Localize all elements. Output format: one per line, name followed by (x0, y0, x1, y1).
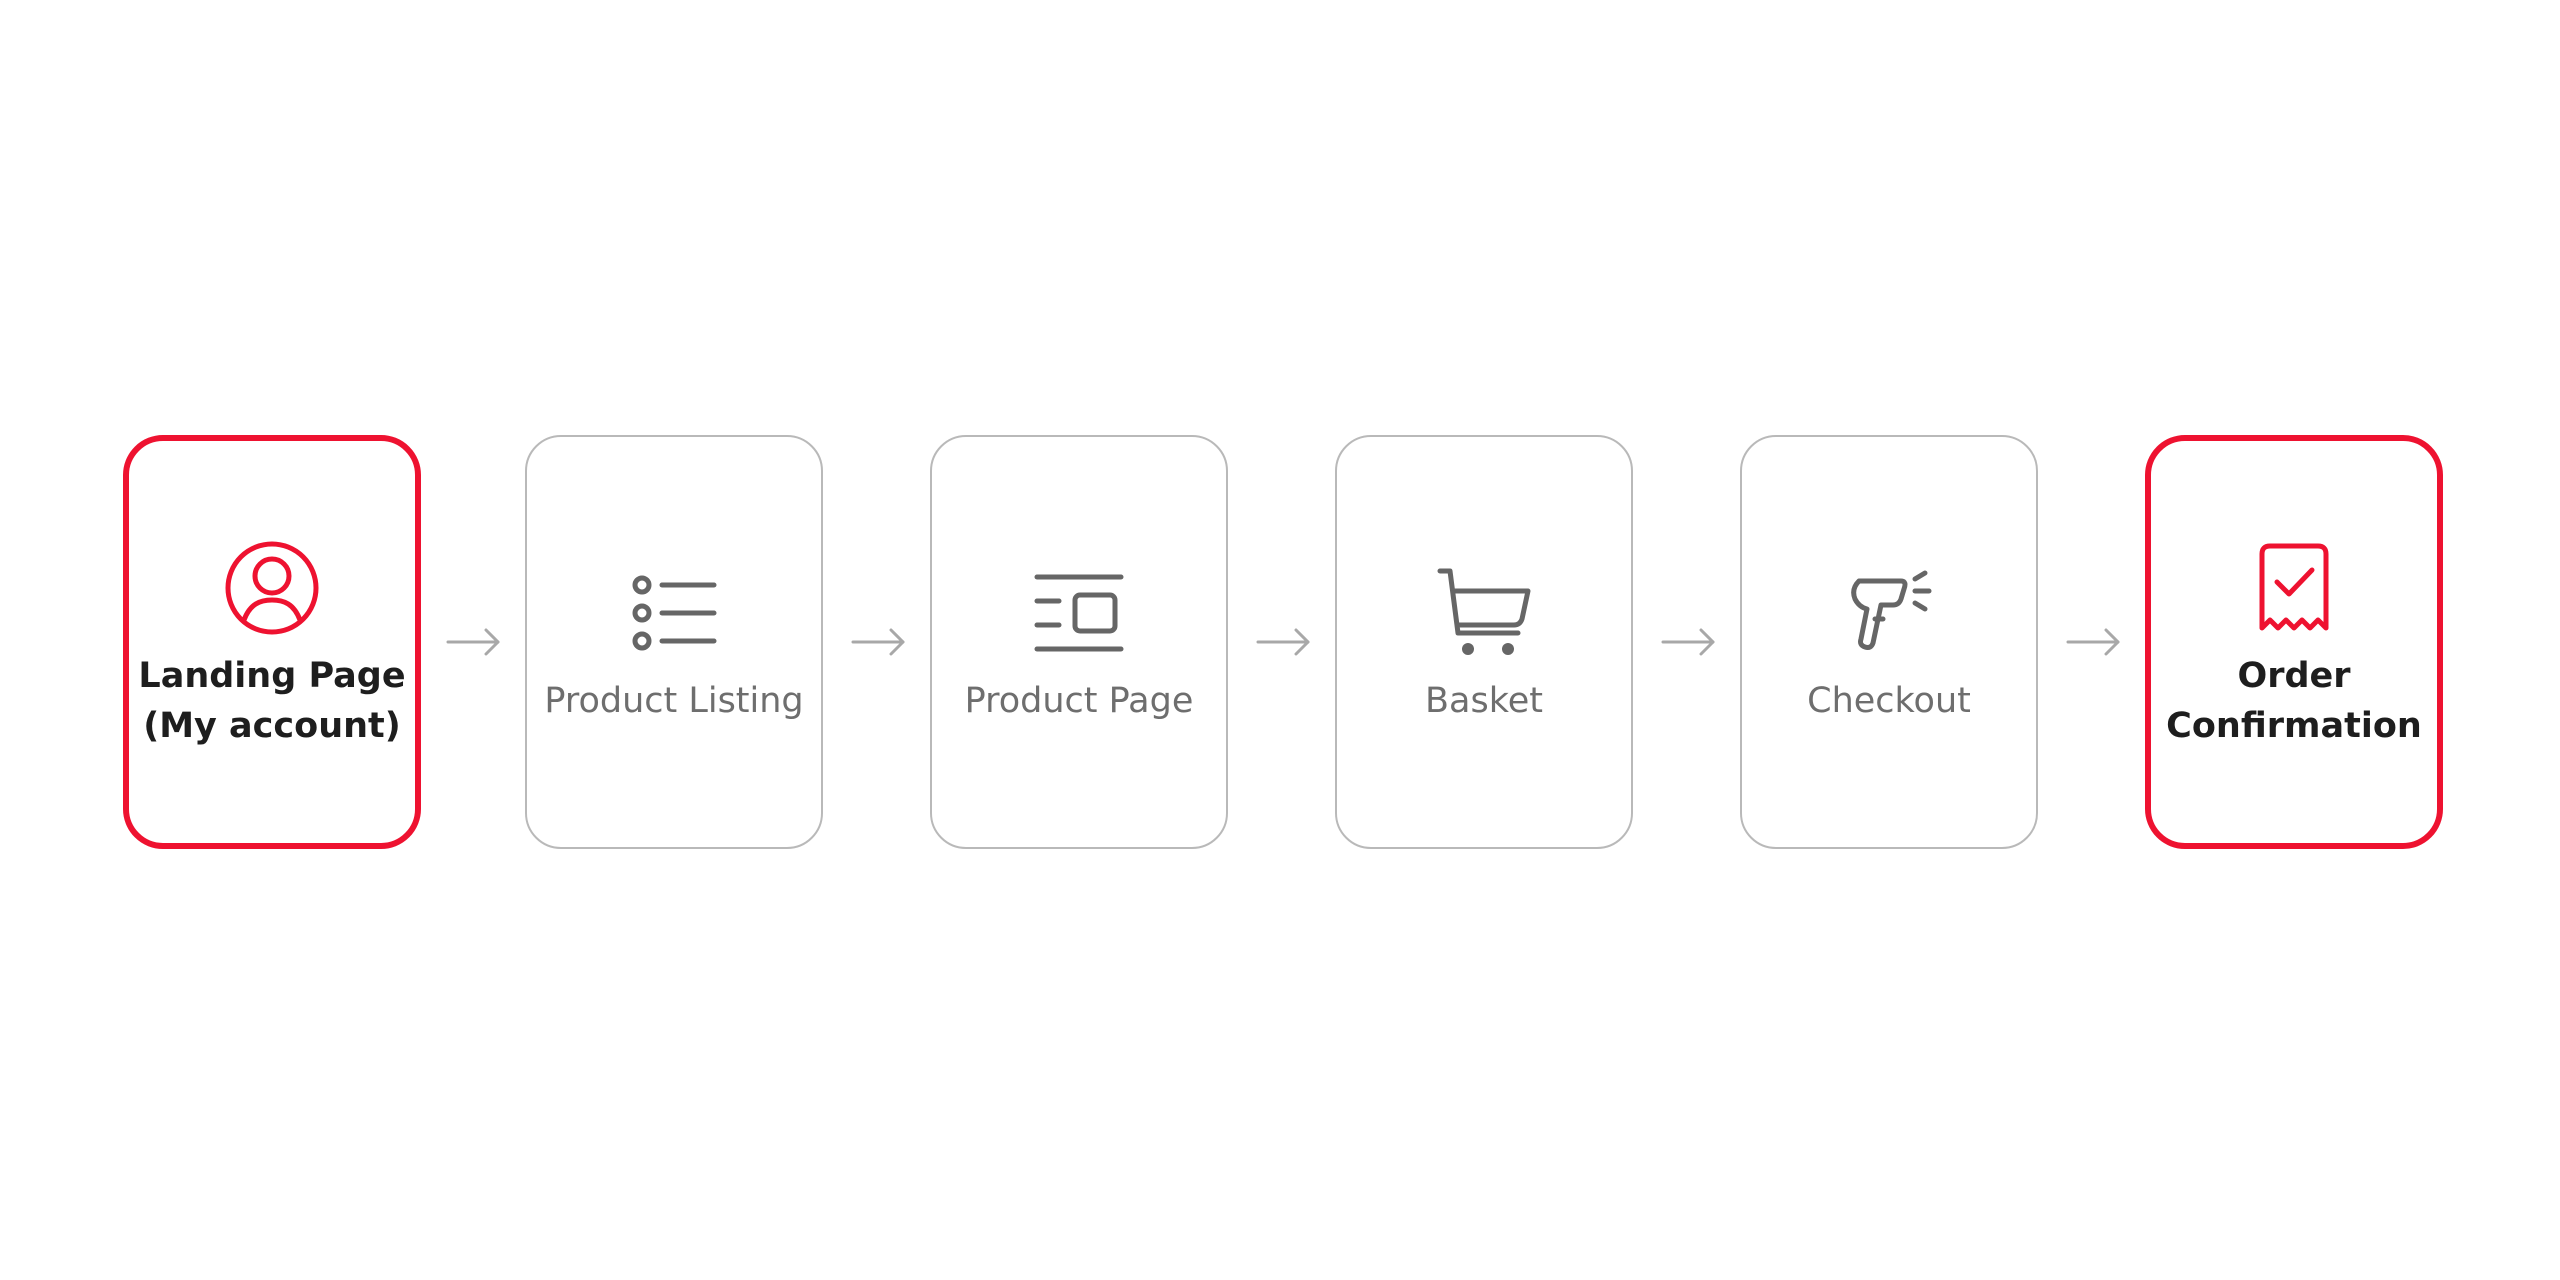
step-basket: Basket (1335, 435, 1633, 849)
step-label: Product Page (964, 681, 1194, 721)
step-product-listing: Product Listing (525, 435, 823, 849)
step-label: Basket (1425, 681, 1543, 721)
step-label: Product Listing (544, 681, 804, 721)
step-label: Order Confirmation (2166, 656, 2422, 746)
barcode-scanner-icon (1834, 558, 1944, 668)
arrow-right-icon (2064, 620, 2124, 664)
arrow-right-icon (849, 620, 909, 664)
step-checkout: Checkout (1740, 435, 2038, 849)
list-icon (619, 558, 729, 668)
arrow-right-icon (1254, 620, 1314, 664)
step-label: Checkout (1807, 681, 1971, 721)
step-landing-page: Landing Page (My account) (123, 435, 421, 849)
receipt-check-icon (2239, 533, 2349, 643)
user-circle-icon (217, 533, 327, 643)
step-order-confirmation: Order Confirmation (2145, 435, 2443, 849)
step-product-page: Product Page (930, 435, 1228, 849)
cart-icon (1429, 558, 1539, 668)
arrow-right-icon (444, 620, 504, 664)
page-layout-icon (1024, 558, 1134, 668)
step-label: Landing Page (My account) (138, 656, 406, 746)
arrow-right-icon (1659, 620, 1719, 664)
